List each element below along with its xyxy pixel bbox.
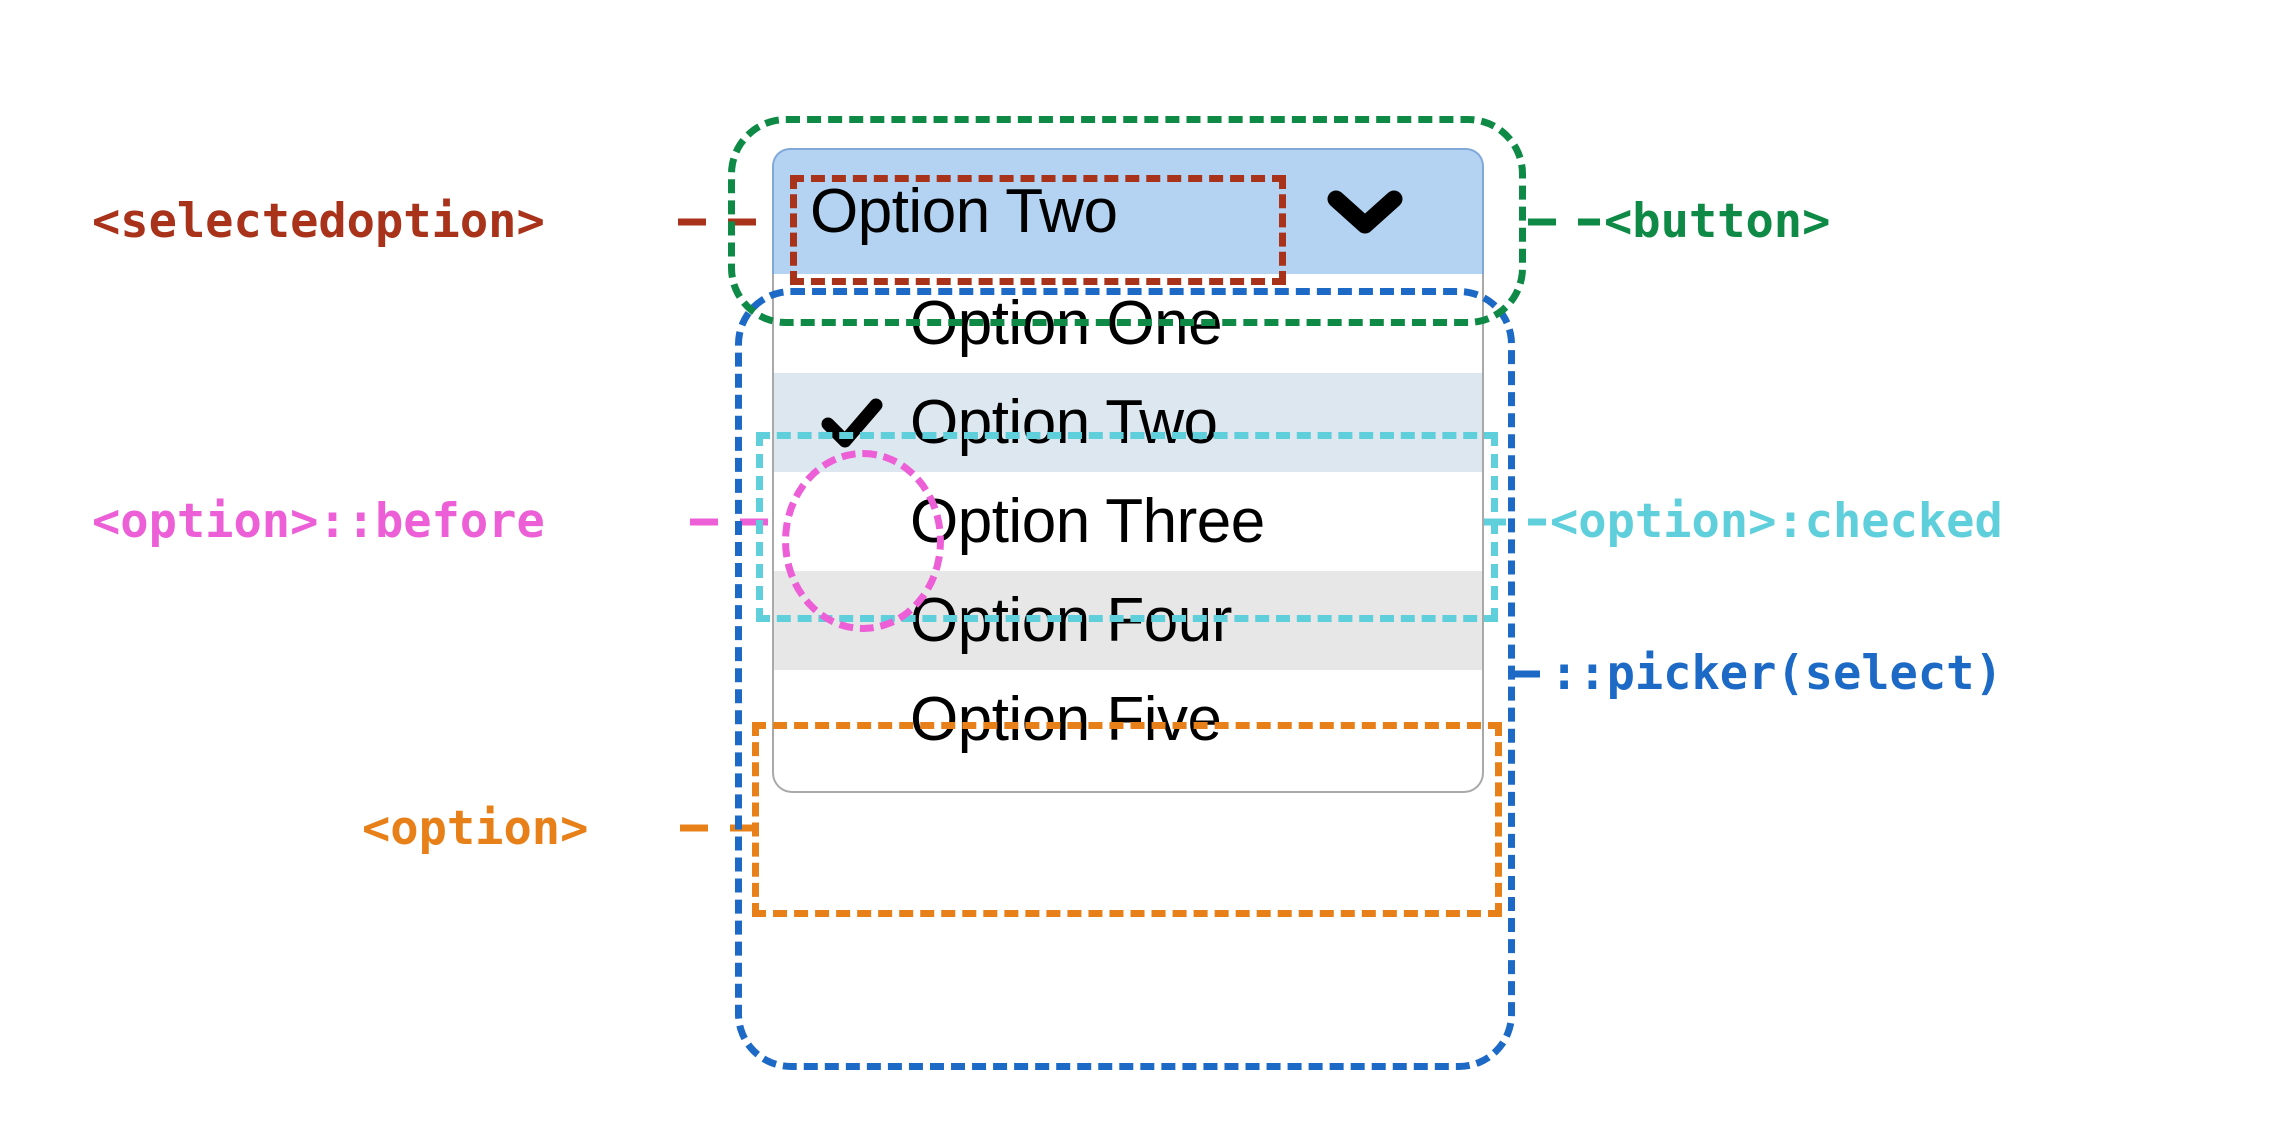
list-item[interactable]: Option Three — [774, 472, 1482, 571]
option-label: Option One — [910, 288, 1223, 358]
selectedoption-text: Option Two — [810, 177, 1118, 246]
option-label: Option Five — [910, 684, 1222, 754]
list-item[interactable]: Option One — [774, 274, 1482, 373]
option-label: Option Three — [910, 486, 1265, 556]
list-item[interactable]: Option Two — [774, 373, 1482, 472]
annotation-label-option-before: <option>::before — [92, 494, 545, 549]
list-item[interactable]: Option Four — [774, 571, 1482, 670]
option-label: Option Four — [910, 585, 1232, 655]
list-item[interactable]: Option Five — [774, 670, 1482, 769]
select-button[interactable]: Option Two — [772, 148, 1484, 276]
annotation-label-option-checked: <option>:checked — [1550, 494, 2003, 549]
annotation-label-selectedoption: <selectedoption> — [92, 194, 545, 249]
picker-listbox[interactable]: Option One Option Two Option Three Optio… — [772, 274, 1484, 793]
check-icon — [818, 389, 886, 457]
annotation-label-picker: ::picker(select) — [1550, 646, 2003, 701]
chevron-down-icon — [1326, 187, 1404, 237]
annotation-label-button: <button> — [1604, 194, 1831, 249]
option-label: Option Two — [910, 387, 1218, 457]
annotation-label-option: <option> — [362, 801, 589, 856]
